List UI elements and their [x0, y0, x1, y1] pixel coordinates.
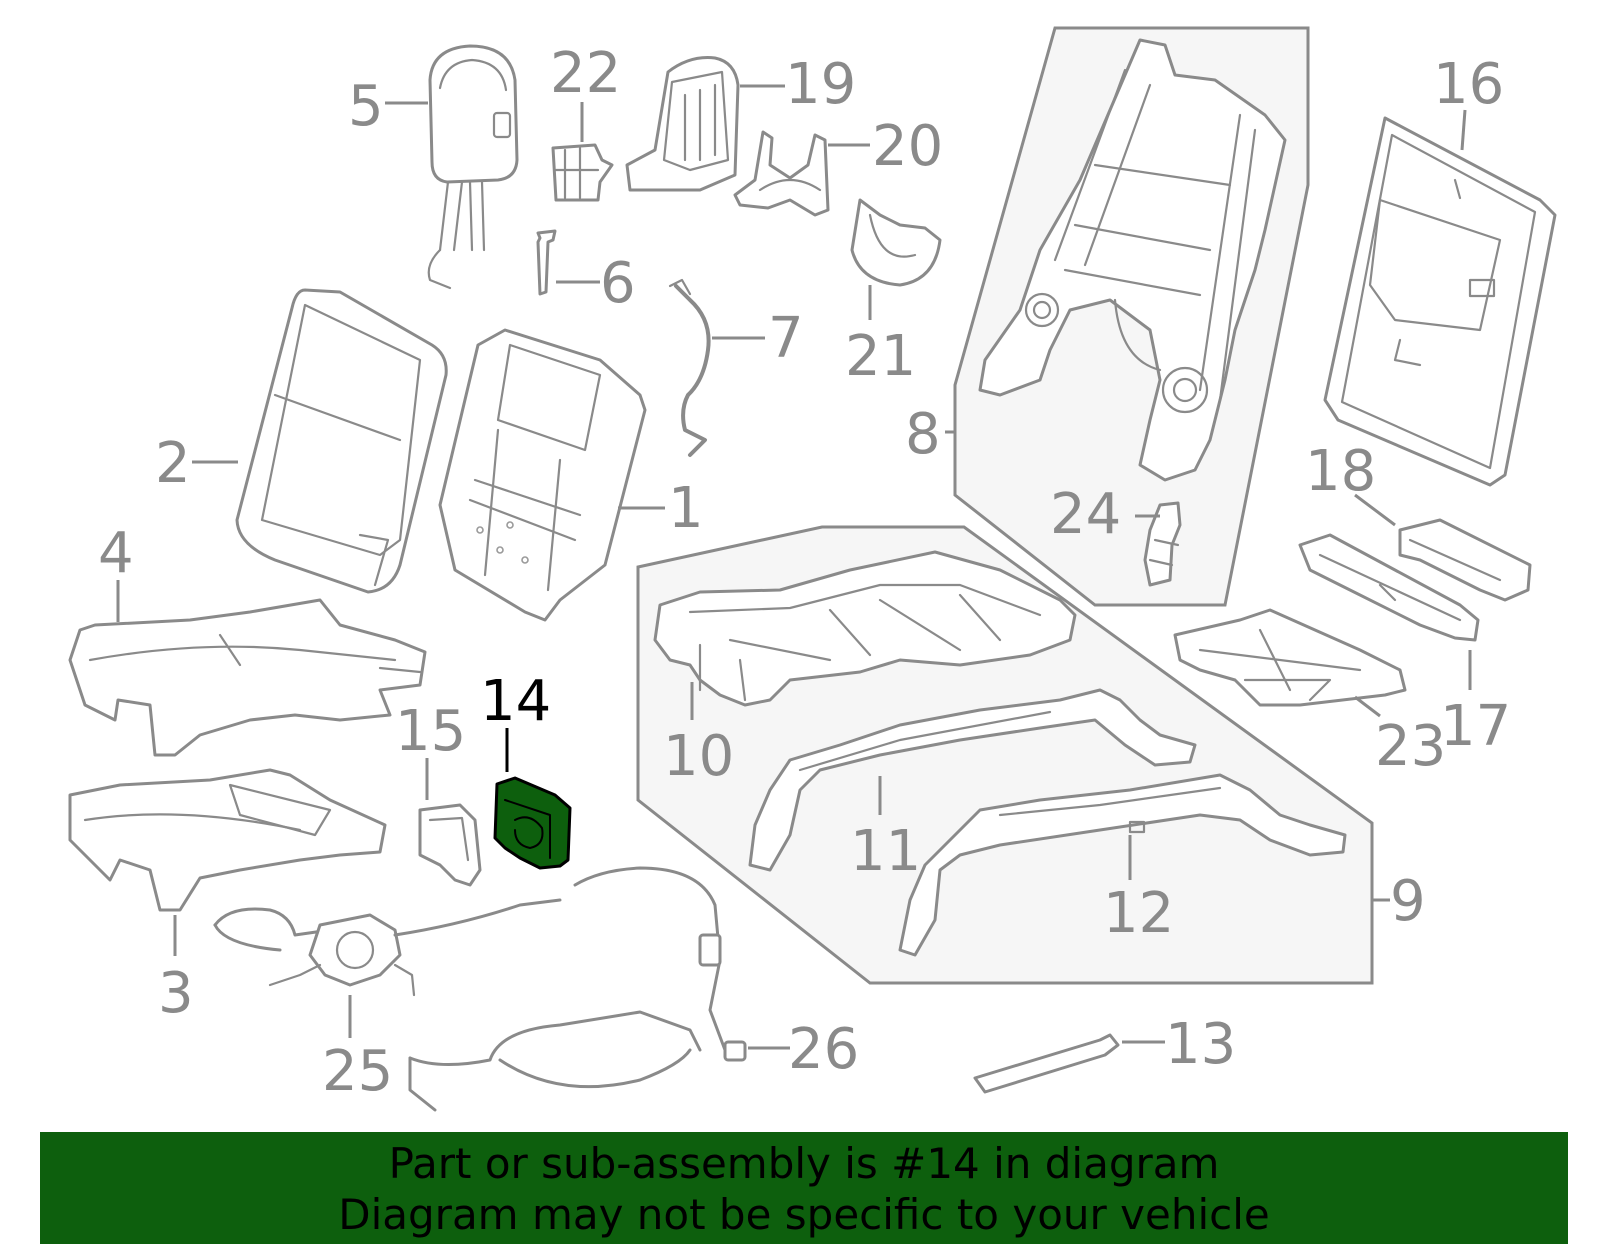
callout-5: 5 — [348, 74, 384, 139]
rail-bracket-part-17 — [1298, 533, 1480, 642]
callout-25: 25 — [322, 1039, 393, 1104]
seat-back-cover-part-2 — [235, 288, 448, 594]
trim-part-15 — [418, 803, 482, 887]
callout-26: 26 — [788, 1017, 859, 1082]
callout-13: 13 — [1165, 1012, 1236, 1077]
callout-12: 12 — [1103, 881, 1174, 946]
rail-part-11 — [748, 688, 1197, 872]
callout-3: 3 — [158, 961, 194, 1026]
cover-part-19 — [625, 56, 740, 192]
wire-harness-part-26 — [408, 866, 747, 1112]
callout-23: 23 — [1375, 714, 1446, 779]
plate-part-23 — [1173, 608, 1407, 707]
callout-7: 7 — [768, 306, 804, 371]
rail-part-12 — [898, 773, 1347, 957]
seat-back-pad-part-1 — [438, 328, 647, 622]
switch-part-22 — [551, 143, 614, 202]
headrest-part-5 — [427, 44, 519, 290]
callout-14-highlighted: 14 — [480, 669, 551, 734]
banner-line-1: Part or sub-assembly is #14 in diagram — [388, 1139, 1220, 1188]
callout-4: 4 — [98, 521, 134, 586]
callout-2: 2 — [155, 431, 191, 496]
info-banner: Part or sub-assembly is #14 in diagram D… — [40, 1132, 1568, 1244]
callout-6: 6 — [600, 251, 636, 316]
callout-labels: 1 2 3 4 5 6 7 8 9 10 11 12 13 14 15 16 1… — [98, 41, 1511, 1104]
callout-16: 16 — [1433, 52, 1504, 117]
callout-10: 10 — [663, 724, 734, 789]
callout-11: 11 — [850, 819, 921, 884]
back-frame-part-8 — [978, 38, 1287, 482]
callout-17: 17 — [1440, 694, 1511, 759]
seat-frame-part-10 — [653, 550, 1077, 707]
callout-21: 21 — [845, 324, 916, 389]
callout-20: 20 — [872, 114, 943, 179]
callout-8: 8 — [905, 402, 941, 467]
callout-1: 1 — [668, 476, 704, 541]
callout-18: 18 — [1305, 439, 1376, 504]
module-part-14-highlighted — [493, 776, 572, 870]
cover-part-21 — [850, 198, 942, 287]
mechanism-part-25 — [213, 898, 562, 997]
callout-24: 24 — [1050, 482, 1121, 547]
bracket-part-18 — [1398, 518, 1532, 602]
callout-19: 19 — [785, 52, 856, 117]
strip-part-13 — [973, 1033, 1120, 1094]
back-board-part-16 — [1323, 116, 1557, 487]
seat-cushion-cover-part-4 — [68, 598, 427, 757]
seat-cushion-pad-part-3 — [68, 768, 387, 912]
banner-line-2: Diagram may not be specific to your vehi… — [338, 1190, 1270, 1239]
callout-15: 15 — [395, 699, 466, 764]
motor-part-24 — [1143, 501, 1182, 587]
leader-lines — [116, 84, 1472, 1050]
callout-9: 9 — [1390, 869, 1426, 934]
callout-22: 22 — [550, 41, 621, 106]
cable-part-7 — [668, 278, 711, 457]
bracket-part-20 — [733, 130, 830, 217]
pin-part-6 — [536, 229, 557, 296]
